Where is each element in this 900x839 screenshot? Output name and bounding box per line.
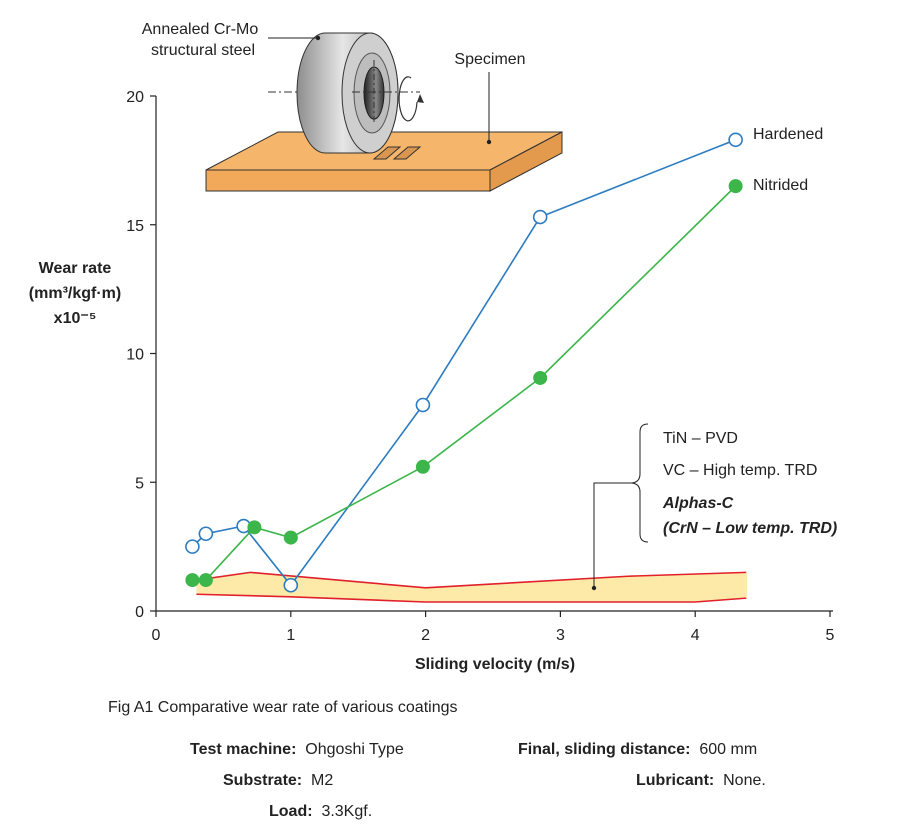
point-hardened [198, 526, 214, 542]
wear-rate-chart: Annealed Cr-Mo structural steel Specimen… [29, 21, 837, 673]
x-tick-label: 1 [286, 627, 295, 644]
series-label-hardened: Hardened [753, 126, 823, 143]
lubricant-row: Lubricant: None. [636, 772, 766, 790]
x-axis-label: Sliding velocity (m/s) [415, 656, 575, 673]
point-nitrided [533, 370, 548, 385]
band-label-tin: TiN – PVD [663, 430, 738, 447]
y-axis-label-line-3: x10⁻⁵ [54, 310, 97, 327]
lubricant-value: None. [723, 772, 766, 789]
figure-caption: Fig A1 Comparative wear rate of various … [108, 699, 458, 716]
coating-band-upper-edge [196, 571, 747, 589]
roller-label-line-1: Annealed Cr-Mo [142, 21, 259, 38]
axes: 0 5 10 15 20 0 1 2 3 4 5 [126, 89, 834, 644]
load-label: Load: [269, 803, 313, 820]
substrate-row: Substrate: M2 [223, 772, 333, 790]
test-machine-row: Test machine: Ohgoshi Type [190, 741, 404, 759]
final-sliding-distance-row: Final, sliding distance: 600 mm [518, 741, 757, 759]
point-nitrided [198, 573, 213, 588]
band-label-group: TiN – PVD VC – High temp. TRD Alphas-C (… [591, 423, 837, 591]
specimen-label: Specimen [454, 51, 525, 68]
point-nitrided [283, 530, 298, 545]
y-tick-label: 5 [135, 475, 144, 492]
roller-label-line-2: structural steel [151, 42, 255, 59]
point-nitrided [185, 573, 200, 588]
point-hardened [185, 539, 200, 554]
test-machine-value: Ohgoshi Type [305, 741, 404, 758]
final-sliding-distance-label: Final, sliding distance: [518, 741, 691, 758]
series-hardened [185, 132, 743, 593]
test-machine-label: Test machine: [190, 741, 297, 758]
y-tick-label: 0 [135, 604, 144, 621]
x-tick-label: 5 [826, 627, 835, 644]
band-label-vc: VC – High temp. TRD [663, 462, 817, 479]
wear-scar-1 [372, 146, 402, 160]
point-hardened [532, 209, 548, 225]
x-tick-label: 2 [421, 627, 430, 644]
test-setup-illustration: Annealed Cr-Mo structural steel Specimen [142, 21, 563, 192]
series-line-hardened [191, 139, 736, 587]
band-brace [631, 423, 649, 543]
y-tick-label: 10 [126, 347, 144, 364]
load-value: 3.3Kgf. [321, 803, 373, 820]
band-label-crn: (CrN – Low temp. TRD) [663, 520, 837, 537]
substrate-value: M2 [311, 772, 334, 789]
band-leader-line [593, 482, 632, 588]
lubricant-label: Lubricant: [636, 772, 715, 789]
point-hardened [415, 397, 431, 413]
coating-band-lower-edge [196, 593, 747, 603]
series-group [185, 132, 743, 593]
rotation-arrow-icon [398, 76, 418, 122]
substrate-label: Substrate: [223, 772, 303, 789]
point-hardened [283, 577, 299, 593]
point-nitrided [728, 179, 743, 194]
specimen-plate-side [489, 131, 563, 192]
y-tick-label: 20 [126, 89, 144, 106]
y-tick-label: 15 [126, 218, 144, 235]
final-sliding-distance-value: 600 mm [699, 741, 758, 758]
specimen-plate-front [205, 169, 491, 192]
x-tick-label: 3 [556, 627, 565, 644]
coating-band-fill [196, 572, 747, 602]
point-hardened [728, 132, 743, 148]
load-row: Load: 3.3Kgf. [269, 803, 372, 821]
x-tick-label: 0 [152, 627, 161, 644]
series-line-nitrided [192, 185, 737, 581]
point-nitrided [247, 520, 262, 535]
coating-band-group [196, 571, 747, 603]
y-axis-label-line-2: (mm³/kgf·m) [29, 285, 121, 302]
series-label-nitrided: Nitrided [753, 177, 808, 194]
wear-scar-2 [392, 146, 422, 160]
x-tick-label: 4 [691, 627, 700, 644]
series-nitrided [185, 179, 743, 588]
y-axis-label-line-1: Wear rate [39, 260, 112, 277]
point-nitrided [415, 459, 430, 474]
band-label-alphas: Alphas-C [662, 495, 734, 512]
